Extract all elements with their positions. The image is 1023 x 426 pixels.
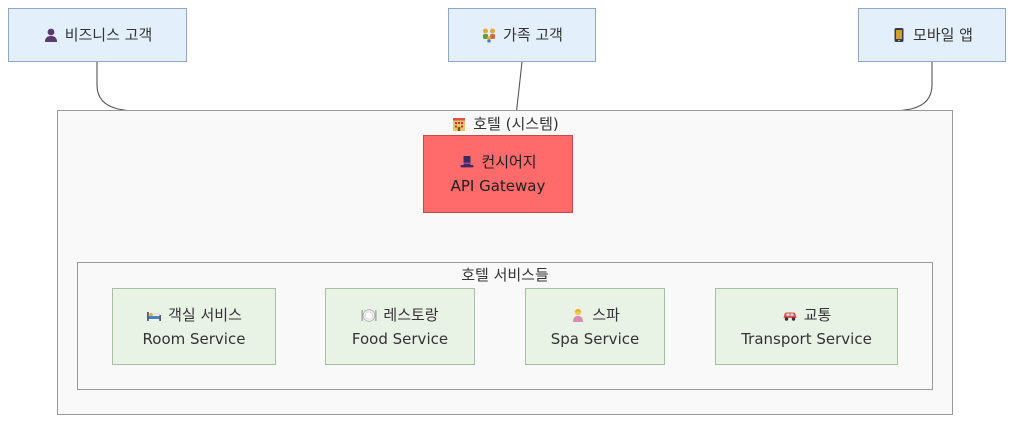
edge-business-to-gateway: [96, 62, 423, 165]
client-business[interactable]: 비즈니스 고객: [8, 8, 187, 62]
hotel-system-title-text: 호텔 (시스템): [473, 115, 559, 133]
family-icon: [483, 28, 496, 43]
client-family[interactable]: 가족 고객: [448, 8, 596, 62]
mobile-phone-icon: [894, 28, 904, 42]
spa-person-icon: [573, 308, 584, 322]
service-food-label: 레스토랑: [383, 305, 439, 324]
service-transport-sublabel: Transport Service: [741, 329, 872, 348]
plate-icon: [361, 308, 377, 322]
gateway-sublabel: API Gateway: [450, 177, 546, 195]
client-family-label: 가족 고객: [503, 26, 563, 44]
client-mobile[interactable]: 모바일 앱: [858, 8, 1006, 62]
top-hat-icon: [460, 156, 474, 168]
service-spa-label: 스파: [592, 305, 620, 324]
edge-mobile-to-gateway: [573, 62, 933, 165]
service-room-sublabel: Room Service: [142, 329, 246, 348]
gateway-node[interactable]: 컨시어지 API Gateway: [423, 135, 573, 213]
car-icon: [783, 312, 797, 321]
hotel-system-title: 호텔 (시스템): [58, 113, 952, 136]
service-transport-label: 교통: [803, 305, 832, 324]
client-mobile-label: 모바일 앱: [913, 26, 973, 44]
client-business-label: 비즈니스 고객: [64, 26, 153, 44]
bed-icon: [147, 311, 162, 321]
hotel-services-title: 호텔 서비스들: [461, 266, 549, 284]
hotel-icon: [453, 117, 466, 131]
service-room[interactable]: 객실 서비스 Room Service: [112, 288, 276, 365]
person-icon: [44, 28, 57, 42]
service-food-sublabel: Food Service: [351, 329, 449, 348]
service-spa-sublabel: Spa Service: [550, 329, 640, 348]
gateway-label: 컨시어지: [481, 153, 537, 171]
service-room-label: 객실 서비스: [168, 305, 242, 324]
service-transport[interactable]: 교통 Transport Service: [715, 288, 898, 365]
service-food[interactable]: 레스토랑 Food Service: [325, 288, 475, 365]
service-spa[interactable]: 스파 Spa Service: [525, 288, 665, 365]
